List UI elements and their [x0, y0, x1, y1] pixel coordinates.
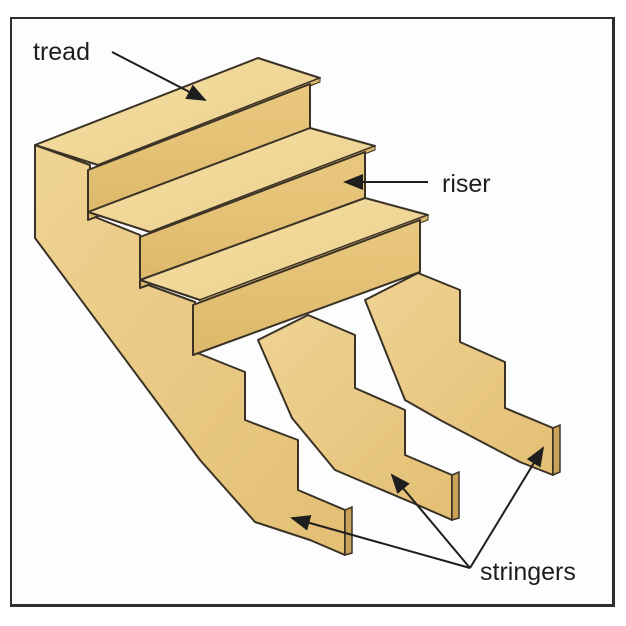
tread-callout: tread — [33, 38, 207, 101]
riser-label: riser — [442, 170, 491, 198]
tread-label: tread — [33, 38, 90, 66]
stringer-right — [364, 272, 561, 477]
riser-callout: riser — [343, 170, 491, 198]
stringer-right-arrow — [469, 446, 545, 569]
step-top — [34, 57, 321, 221]
step-middle — [87, 127, 376, 289]
stringers-callout: stringers — [290, 446, 576, 586]
tread-arrow — [111, 51, 207, 101]
stringer-left — [34, 144, 353, 556]
stringers-label: stringers — [480, 558, 576, 586]
stringer-middle — [257, 314, 460, 521]
stringer-middle-arrow — [390, 473, 471, 569]
stringer-left-arrow — [290, 515, 471, 569]
step-bottom — [139, 197, 429, 356]
